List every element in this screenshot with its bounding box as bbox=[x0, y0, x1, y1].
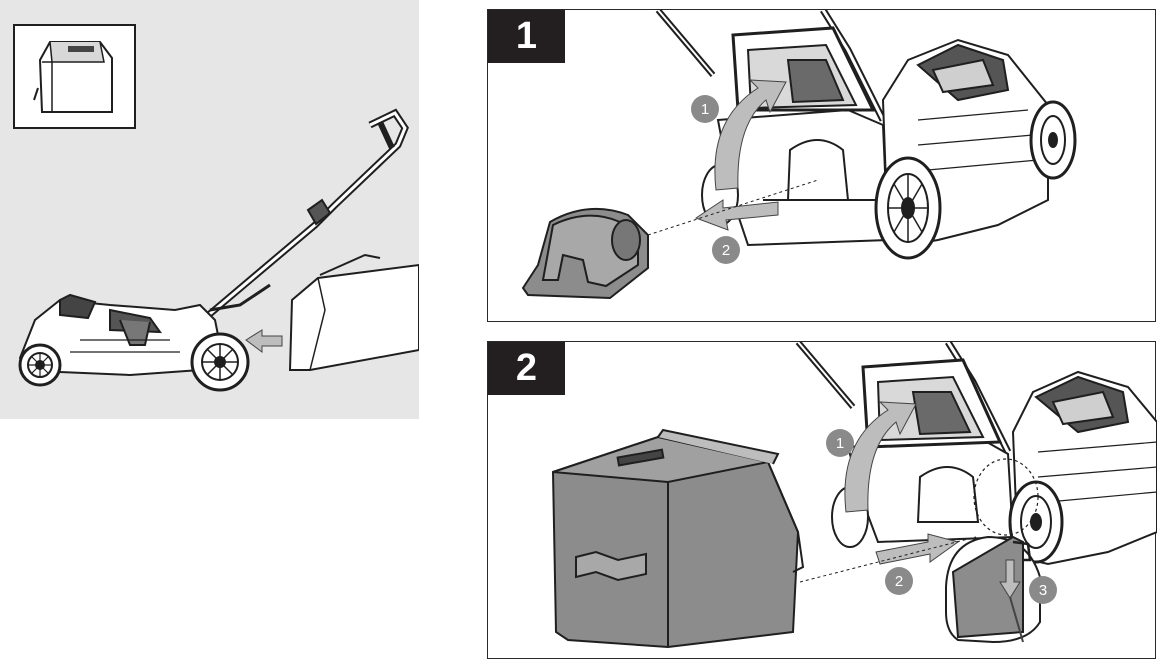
hook-detail-icon bbox=[945, 535, 1041, 644]
step-2-callout-2: 2 bbox=[885, 567, 913, 595]
hook-arrow-icon bbox=[999, 559, 1021, 599]
step-1-panel: 1 2 1 bbox=[487, 9, 1156, 322]
insert-arrow-icon bbox=[245, 329, 283, 353]
step-2-callout-1: 1 bbox=[826, 429, 854, 457]
overview-svg bbox=[13, 24, 419, 392]
overview-illustration bbox=[0, 0, 419, 419]
remove-arrow-icon bbox=[694, 199, 779, 231]
svg-text:2: 2 bbox=[722, 242, 730, 259]
grass-bag-icon bbox=[551, 428, 805, 649]
svg-text:1: 1 bbox=[836, 435, 844, 452]
step-2-callout-3: 3 bbox=[1029, 576, 1057, 604]
svg-text:2: 2 bbox=[895, 573, 903, 590]
svg-text:3: 3 bbox=[1039, 582, 1047, 599]
lawn-mower-icon bbox=[18, 108, 409, 392]
step-1-svg: 1 2 bbox=[521, 10, 1077, 300]
svg-text:1: 1 bbox=[701, 101, 709, 118]
grass-bag-side bbox=[288, 253, 419, 371]
step-1-callout-1: 1 bbox=[691, 95, 719, 123]
step-1-callout-2: 2 bbox=[712, 236, 740, 264]
open-arrow-icon bbox=[844, 401, 917, 513]
grass-bag-icon bbox=[13, 24, 136, 129]
step-2-svg: 1 2 3 bbox=[551, 342, 1157, 649]
step-2-panel: 1 2 3 2 bbox=[487, 341, 1157, 659]
lawn-mower-rear-icon bbox=[655, 10, 1077, 260]
insert-arrow-icon bbox=[875, 533, 960, 565]
open-arrow-icon bbox=[714, 79, 787, 191]
step-1-label: 1 bbox=[488, 10, 565, 63]
rear-deflector-icon bbox=[521, 207, 649, 300]
step-2-label: 2 bbox=[488, 342, 565, 395]
